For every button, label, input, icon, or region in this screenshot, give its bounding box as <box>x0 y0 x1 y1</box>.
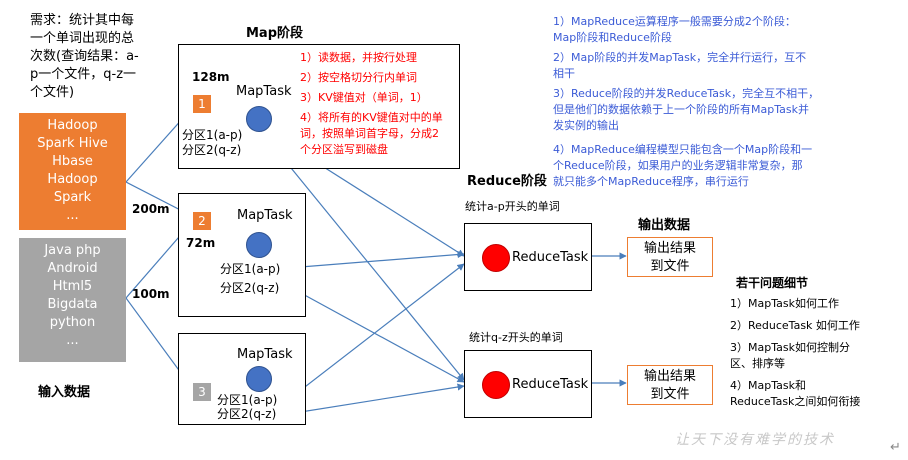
requirement-line: p一个文件，q-z一 <box>30 67 137 82</box>
description-line: 4）MapReduce编程模型只能包含一个Map阶段和一 <box>553 143 813 156</box>
map-task-label: MapTask <box>237 208 293 223</box>
input-word: Spark <box>53 190 92 205</box>
input-word: Spark Hive <box>37 136 108 151</box>
description-line: 1）MapReduce运算程序一般需要分成2个阶段： <box>553 15 796 28</box>
map-task-node <box>246 106 272 132</box>
output-file-box-2: 输出结果 到文件 <box>627 365 713 405</box>
description-line: 相干 <box>553 67 575 80</box>
map-step-note: 3）KV键值对（单词，1） <box>300 91 428 104</box>
input-word: Hbase <box>52 154 93 169</box>
map-task-label: MapTask <box>237 347 293 362</box>
map-task-node <box>246 366 272 392</box>
watermark: 让天下没有难学的技术 <box>675 432 835 448</box>
map-step-note: 1）读数据，并按行处理 <box>300 51 417 64</box>
map-step-note: 个分区溢写到磁盘 <box>300 143 388 156</box>
partition-label: 分区1(a-p) <box>182 128 243 142</box>
input-word: Html5 <box>52 279 93 294</box>
reduce-task-label: ReduceTask <box>512 250 589 265</box>
reduce-group-caption: 统计a-p开头的单词 <box>465 200 560 213</box>
output-file-text: 输出结果 <box>643 369 696 384</box>
map-step-note: 2）按空格切分行内单词 <box>300 71 417 84</box>
question-line: 2）ReduceTask 如何工作 <box>730 319 860 332</box>
map-step-note: 4）将所有的KV键值对中的单 <box>300 111 443 124</box>
map-step-notes: 1）读数据，并按行处理 2）按空格切分行内单词 3）KV键值对（单词，1） 4）… <box>300 50 443 158</box>
split-block-1: 1 <box>193 95 211 113</box>
output-file-text: 输出结果 <box>643 241 696 256</box>
size-label-128m: 128m <box>192 70 230 84</box>
reduce-group-caption: 统计q-z开头的单词 <box>469 331 563 344</box>
mapreduce-description: 1）MapReduce运算程序一般需要分成2个阶段： Map阶段和Reduce阶… <box>553 14 819 190</box>
description-line: 就只能多个MapReduce程序，串行运行 <box>553 175 749 188</box>
input-word: ... <box>66 208 79 223</box>
description-line: 发实例的输出 <box>553 119 619 132</box>
output-file-box-1: 输出结果 到文件 <box>627 237 713 277</box>
input-block-orange: Hadoop Spark Hive Hbase Hadoop Spark ... <box>19 113 126 230</box>
map-stage-title: Map阶段 <box>246 26 304 41</box>
size-label-72m: 72m <box>186 236 216 250</box>
map-task-box-3 <box>178 333 306 425</box>
partition-label: 分区2(q-z) <box>182 143 242 157</box>
arrow-m2p2-to-r2 <box>287 285 465 383</box>
question-line: 4）MapTask和 <box>730 379 806 392</box>
output-data-title: 输出数据 <box>638 218 691 233</box>
map-step-note: 词，按照单词首字母，分成2 <box>300 127 439 140</box>
questions-list: 1）MapTask如何工作 2）ReduceTask 如何工作 3）MapTas… <box>730 296 860 410</box>
input-word: Android <box>47 261 98 276</box>
input-word: Bigdata <box>47 297 98 312</box>
size-label-100m: 100m <box>132 287 170 301</box>
size-label-200m: 200m <box>132 202 170 216</box>
questions-title: 若干问题细节 <box>736 276 809 290</box>
partition-label: 分区1(a-p) <box>220 262 281 276</box>
partition-label: 分区2(q-z) <box>220 281 280 295</box>
description-line: 2）Map阶段的并发MapTask，完全并行运行，互不 <box>553 51 807 64</box>
output-file-text: 到文件 <box>650 387 690 402</box>
requirement-line: 次数(查询结果：a- <box>30 49 139 64</box>
reduce-stage-title: Reduce阶段 <box>467 174 547 189</box>
question-line: 1）MapTask如何工作 <box>730 297 839 310</box>
arrow-m3p1-to-r1 <box>287 263 465 401</box>
reduce-task-node <box>482 371 510 399</box>
input-word: Java php <box>44 243 101 258</box>
map-task-box-1 <box>178 44 460 169</box>
partition-label: 分区1(a-p) <box>217 393 278 407</box>
map-task-label: MapTask <box>236 84 292 99</box>
input-word: ... <box>66 333 79 348</box>
split-block-3: 3 <box>193 383 211 401</box>
input-block-gray: Java php Android Html5 Bigdata python ..… <box>19 238 126 362</box>
arrow-m3p2-to-r2 <box>287 383 465 415</box>
description-line: 个Reduce阶段，如果用户的业务逻辑非常复杂，那 <box>553 159 803 172</box>
arrow-m2p1-to-r1 <box>287 250 465 269</box>
requirement-text: 需求：统计其中每 一个单词出现的总 次数(查询结果：a- p一个文件，q-z一 … <box>30 12 139 102</box>
arrow-m1p2-to-r2 <box>277 151 465 381</box>
input-word: python <box>49 315 96 330</box>
partition-label: 分区2(q-z) <box>217 407 277 421</box>
description-line: 3）Reduce阶段的并发ReduceTask，完全互不相干， <box>553 87 820 100</box>
question-line: 3）MapTask如何控制分 <box>730 341 850 354</box>
question-line: 区、排序等 <box>730 357 785 370</box>
question-line: ReduceTask之间如何衔接 <box>730 395 861 408</box>
description-line: Map阶段和Reduce阶段 <box>553 31 672 44</box>
split-block-2: 2 <box>193 212 211 230</box>
reduce-task-node <box>482 244 510 272</box>
description-line: 但是他们的数据依赖于上一个阶段的所有MapTask并 <box>553 103 809 116</box>
return-icon: ↵ <box>890 440 901 455</box>
input-word: Hadoop <box>47 118 98 133</box>
output-file-text: 到文件 <box>650 259 690 274</box>
reduce-task-label: ReduceTask <box>512 377 589 392</box>
requirement-line: 一个单词出现的总 <box>30 31 135 46</box>
input-word: Hadoop <box>47 172 98 187</box>
map-task-node <box>246 232 272 258</box>
requirement-line: 个文件) <box>30 85 75 100</box>
input-data-label: 输入数据 <box>38 385 91 400</box>
requirement-line: 需求：统计其中每 <box>30 13 135 28</box>
